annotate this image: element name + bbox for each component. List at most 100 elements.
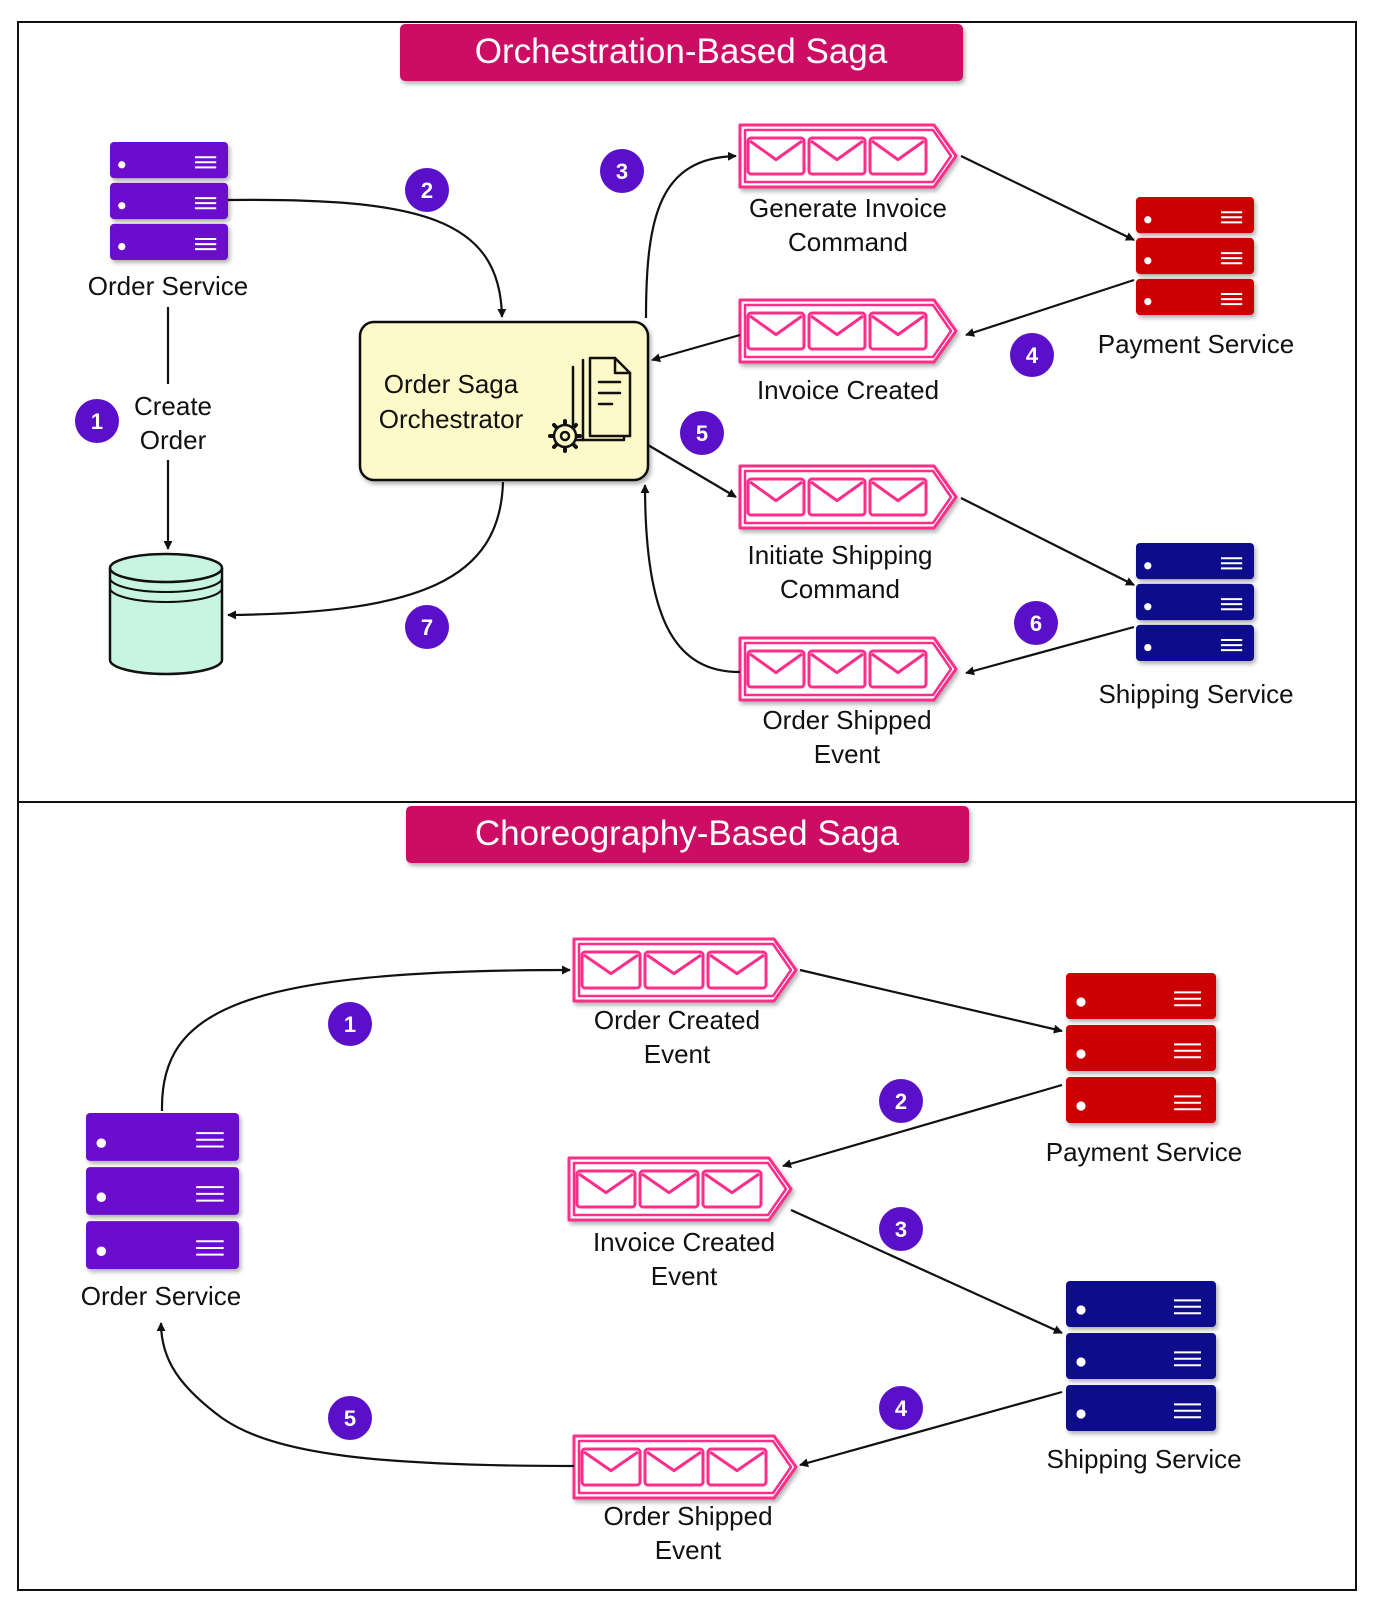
- arrow-step-3: [644, 151, 737, 319]
- orch-step-1-badge: 1: [75, 399, 119, 443]
- server-unit: [86, 1113, 239, 1161]
- envelope-icon: [868, 311, 928, 351]
- server-unit: [110, 142, 228, 179]
- chor-arrow-step-1: [160, 965, 571, 1112]
- chor-arrow-step-2: [782, 1083, 1063, 1169]
- arrow-shipped-to-orchestrator: [640, 484, 741, 674]
- chor-step-4-badge: 4: [879, 1386, 923, 1430]
- chor-payment-service-label: Payment Service: [1046, 1137, 1243, 1167]
- envelope-icon: [706, 950, 768, 990]
- chor-step-3-badge: 3: [879, 1207, 923, 1251]
- step-number: 5: [696, 421, 708, 446]
- server-unit: [1136, 583, 1254, 621]
- envelope-icon: [746, 477, 806, 517]
- server-unit: [1136, 543, 1254, 580]
- chor-order-shipped-label-line2: Event: [655, 1535, 722, 1565]
- envelope-icon: [807, 477, 867, 517]
- arrow-step-7: [227, 481, 505, 620]
- orch-payment-service-server-icon: [1136, 197, 1254, 315]
- chor-payment-service-server-icon: [1066, 973, 1216, 1123]
- chor-invoice-created-label-line2: Event: [651, 1261, 718, 1291]
- chor-invoice-created-queue-icon: [567, 1156, 793, 1222]
- step-number: 4: [895, 1396, 908, 1421]
- envelope-icon: [706, 1447, 768, 1487]
- envelope-icon: [580, 950, 642, 990]
- step-badge-circle: [328, 1002, 372, 1046]
- generate-invoice-label-line2: Command: [788, 227, 908, 257]
- orchestration-title: Orchestration-Based Saga: [475, 32, 888, 71]
- generate-invoice-queue-icon: [738, 123, 958, 189]
- order-created-label-line2: Event: [644, 1039, 711, 1069]
- create-order-label-bg: [128, 384, 220, 460]
- envelope-icon: [746, 136, 806, 176]
- step-number: 6: [1030, 611, 1042, 636]
- arrow-step-6: [965, 625, 1135, 676]
- orch-step-6-badge: 6: [1014, 601, 1058, 645]
- orch-step-4-badge: 4: [1010, 333, 1054, 377]
- envelope-icon: [807, 649, 867, 689]
- invoice-created-label: Invoice Created: [757, 375, 939, 405]
- create-order-label-line2: Order: [140, 425, 207, 455]
- generate-invoice-label-line1: Generate Invoice: [749, 193, 947, 223]
- server-unit: [1136, 624, 1254, 661]
- step-number: 3: [895, 1217, 907, 1242]
- step-badge-circle: [328, 1396, 372, 1440]
- orch-payment-service-label: Payment Service: [1098, 329, 1295, 359]
- step-number: 4: [1026, 343, 1039, 368]
- envelope-icon: [807, 136, 867, 176]
- chor-shipping-service-label: Shipping Service: [1046, 1444, 1241, 1474]
- chor-step-1-badge: 1: [328, 1002, 372, 1046]
- orch-shipping-service-server-icon: [1136, 543, 1254, 661]
- order-created-label-line1: Order Created: [594, 1005, 760, 1035]
- orch-step-5-badge: 5: [680, 411, 724, 455]
- step-badge-circle: [75, 399, 119, 443]
- arrow-step-5: [647, 444, 737, 498]
- step-badge-circle: [600, 149, 644, 193]
- chor-order-service-label: Order Service: [81, 1281, 241, 1311]
- orch-step-7-badge: 7: [405, 605, 449, 649]
- server-unit: [1136, 197, 1254, 234]
- server-unit: [1066, 973, 1216, 1019]
- orch-order-service-label: Order Service: [88, 271, 248, 301]
- step-number: 2: [421, 178, 433, 203]
- orch-step-3-badge: 3: [600, 149, 644, 193]
- orchestrator-label-line2: Orchestrator: [379, 404, 524, 434]
- step-badge-circle: [405, 168, 449, 212]
- envelope-icon: [868, 477, 928, 517]
- arrow-step-2: [227, 198, 507, 318]
- chor-invoice-created-label-line1: Invoice Created: [593, 1227, 775, 1257]
- envelope-icon: [701, 1169, 763, 1209]
- order-shipped-queue-icon: [738, 636, 958, 702]
- chor-shipping-service-server-icon: [1066, 1281, 1216, 1431]
- step-badge-circle: [405, 605, 449, 649]
- orch-step-2-badge: 2: [405, 168, 449, 212]
- server-unit: [1066, 1281, 1216, 1327]
- server-unit: [1136, 278, 1254, 315]
- arrow-invoice-to-orchestrator: [651, 333, 741, 363]
- orch-database-icon: [108, 552, 224, 676]
- chor-arrow-step-4: [799, 1390, 1063, 1468]
- choreography-title: Choreography-Based Saga: [475, 814, 900, 853]
- step-number: 3: [616, 159, 628, 184]
- step-number: 5: [344, 1406, 356, 1431]
- step-number: 7: [421, 615, 433, 640]
- orch-shipping-service-label: Shipping Service: [1098, 679, 1293, 709]
- server-unit: [86, 1221, 239, 1269]
- step-number: 2: [895, 1089, 907, 1114]
- choreography-panel: [17, 801, 1357, 1591]
- envelope-icon: [575, 1169, 637, 1209]
- envelope-icon: [638, 1169, 700, 1209]
- chor-order-service-server-icon: [86, 1113, 239, 1269]
- server-unit: [1136, 237, 1254, 275]
- step-badge-circle: [1014, 601, 1058, 645]
- envelope-icon: [643, 1447, 705, 1487]
- server-unit: [1066, 1333, 1216, 1379]
- choreography-title-banner: Choreography-Based Saga: [406, 806, 969, 863]
- initiate-shipping-label-line2: Command: [780, 574, 900, 604]
- orchestrator-box: Order Saga Orchestrator: [358, 320, 650, 482]
- order-shipped-label-line1: Order Shipped: [762, 705, 931, 735]
- server-unit: [1066, 1025, 1216, 1071]
- server-unit: [86, 1167, 239, 1215]
- envelope-icon: [580, 1447, 642, 1487]
